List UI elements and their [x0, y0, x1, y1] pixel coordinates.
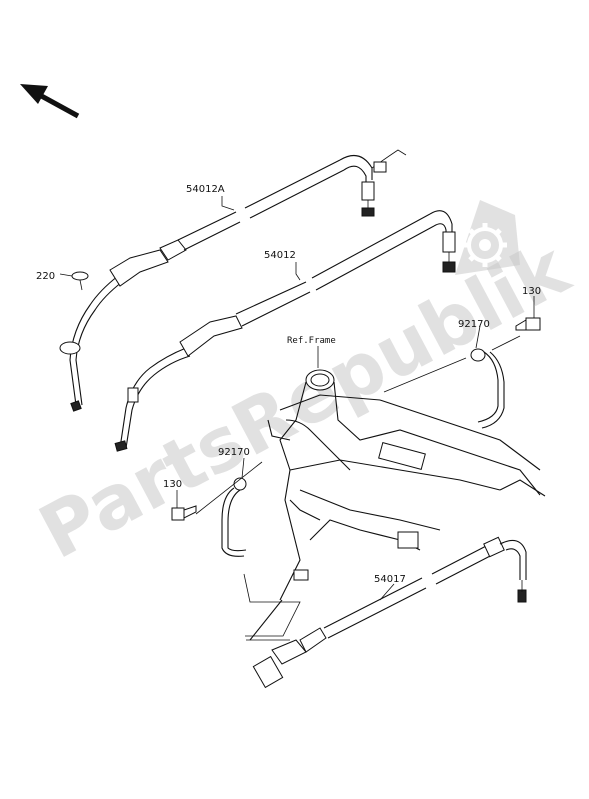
- throttle-cable-a: [59, 149, 407, 412]
- label-54012a: 54012A: [186, 184, 225, 195]
- clamp-left: [221, 477, 247, 557]
- label-92170-left: 92170: [218, 447, 250, 458]
- label-92170-right: 92170: [458, 319, 490, 330]
- bolt-left: [171, 505, 197, 521]
- frame: [249, 369, 546, 641]
- throttle-cable: [114, 210, 456, 452]
- label-ref-frame: Ref.Frame: [287, 336, 336, 346]
- screw-220: [59, 271, 89, 291]
- label-54017: 54017: [374, 574, 406, 585]
- leader-lines: [176, 196, 535, 641]
- label-130-right: 130: [522, 286, 541, 297]
- label-54012: 54012: [264, 250, 296, 261]
- label-130-left: 130: [163, 479, 182, 490]
- label-220: 220: [36, 271, 55, 282]
- gear-icon: [455, 200, 520, 275]
- choke-cable: [252, 536, 527, 689]
- clamp-right: [470, 348, 505, 429]
- bolt-right: [515, 317, 541, 331]
- front-arrow-icon: [20, 84, 80, 119]
